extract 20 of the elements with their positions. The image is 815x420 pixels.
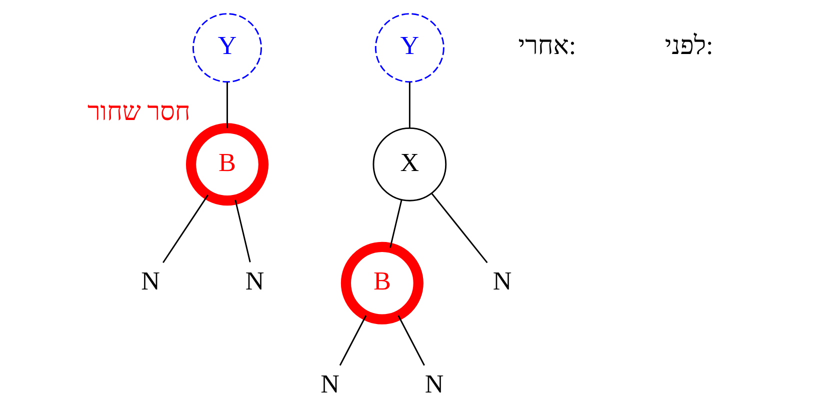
connector xyxy=(162,194,208,264)
connector xyxy=(390,200,402,248)
connector xyxy=(408,82,410,128)
label: לפני: xyxy=(664,31,714,60)
node-text: N xyxy=(424,369,444,398)
connector xyxy=(398,315,425,366)
node-circle: B xyxy=(340,242,424,324)
node-text: N xyxy=(245,266,264,296)
node-circle: Y xyxy=(374,13,444,83)
node-text: N xyxy=(320,369,340,398)
node-circle: B xyxy=(186,123,268,206)
connector xyxy=(234,200,251,262)
node-circle: X xyxy=(372,127,447,202)
node-circle: Y xyxy=(192,13,262,83)
connector xyxy=(226,82,228,128)
connector xyxy=(431,192,488,264)
node-text: N xyxy=(141,266,160,296)
connector xyxy=(339,315,367,366)
node-text: N xyxy=(492,266,512,296)
label: אחרי: xyxy=(518,31,576,60)
